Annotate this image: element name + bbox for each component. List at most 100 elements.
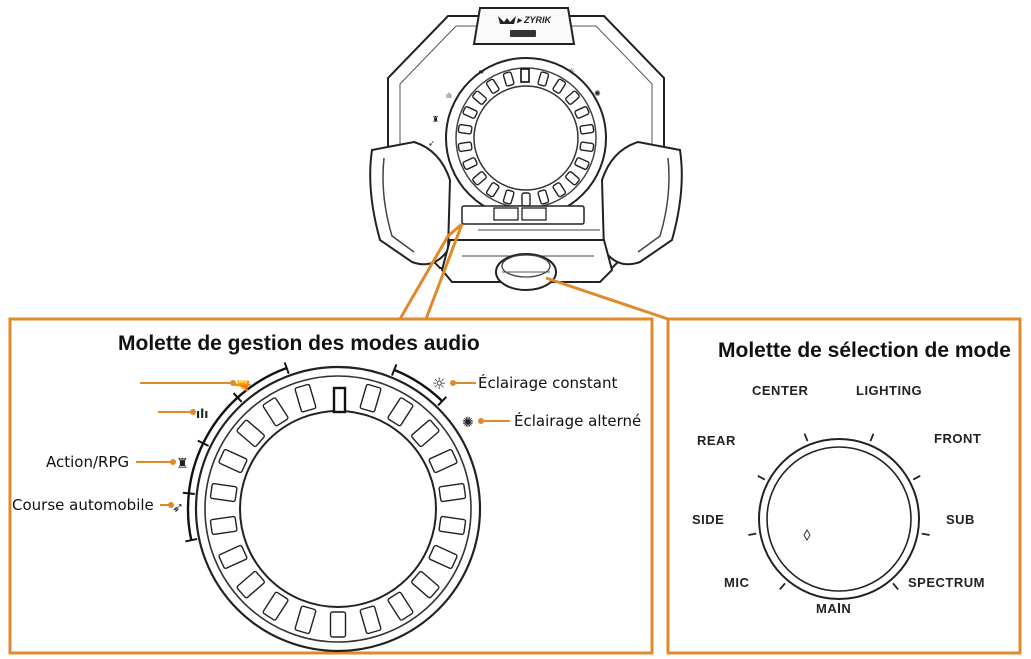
device-fps-icon: ▰ (478, 67, 485, 76)
mode-label-front: FRONT (934, 431, 981, 446)
audio-mode-arc-left (186, 366, 288, 541)
mode-selector-panel: Molette de sélection de mode CENTER LIGH… (666, 317, 1022, 655)
device-left-wing-grip (382, 157, 415, 253)
mode-knob-connector (545, 276, 1020, 321)
dial-segment (574, 157, 590, 170)
dial-segment (537, 189, 550, 205)
dial-segment (262, 591, 289, 621)
dial-segment (472, 171, 487, 186)
dial-segment (552, 78, 567, 94)
dial-segment (485, 78, 500, 94)
dial-segment (428, 448, 458, 474)
dial-segment (502, 189, 515, 205)
dial-segment (521, 192, 531, 207)
selector-tick (892, 582, 899, 591)
arc-tick (283, 362, 290, 375)
device-dial-inner (473, 85, 579, 191)
constant-light-callout-dot (450, 380, 456, 386)
device-button-1 (493, 207, 519, 221)
racing-callout: Course automobile (12, 496, 174, 514)
music-callout-dot (190, 409, 196, 415)
device-rpg-icon: ♜ (432, 115, 439, 124)
device-car-icon: ➶ (428, 139, 435, 148)
dial-segment (565, 171, 580, 186)
action-rpg-label: Action/RPG (46, 453, 129, 471)
racing-callout-dot (168, 502, 174, 508)
music-bars-icon: ılı (196, 407, 208, 421)
selector-tick (803, 433, 809, 442)
dial-segment (359, 605, 382, 635)
audio-mode-arc-right (393, 368, 444, 402)
device-right-wing (600, 140, 683, 266)
device-sun-icon: ☼ (568, 67, 575, 76)
fps-callout (140, 380, 236, 386)
sun-alternating-icon: ✺ (462, 415, 474, 431)
racing-label: Course automobile (12, 496, 154, 514)
arc-tick (232, 392, 243, 403)
dial-segment (579, 141, 595, 153)
arc-tick (437, 396, 448, 407)
audio-dial-inner (239, 410, 437, 608)
dial-segment (236, 570, 265, 599)
usb-port (510, 30, 536, 37)
arc-tick (182, 491, 195, 495)
dial-segment (438, 482, 467, 503)
dial-segment (387, 397, 414, 427)
device-right-wing-grip (637, 157, 670, 253)
dial-segment (359, 383, 382, 413)
dial-segment (462, 106, 478, 119)
constant-light-callout: Éclairage constant (450, 373, 617, 392)
dial-segment (209, 482, 238, 503)
device-sun2-icon: ✺ (594, 89, 601, 98)
mode-label-center: CENTER (752, 383, 809, 398)
selector-tick (748, 532, 757, 536)
audio-dial-ring (204, 375, 472, 643)
alternating-light-label: Éclairage alterné (514, 411, 641, 430)
dial-segment (537, 71, 550, 87)
dial-segment (574, 106, 590, 119)
alternating-light-callout-dot (478, 418, 484, 424)
dial-segment (411, 419, 440, 448)
music-callout (158, 409, 196, 415)
dial-segment (294, 383, 317, 413)
device-mode-knob-top (501, 254, 551, 278)
dial-segment (457, 141, 473, 153)
dial-segment (294, 605, 317, 635)
mode-label-rear: REAR (697, 433, 736, 448)
audio-dial-segments (209, 383, 467, 638)
selector-panel-title: Molette de sélection de mode (718, 339, 1011, 362)
mode-label-spectrum: SPECTRUM (908, 575, 985, 590)
brand-label: ▸ ZYRIK (516, 15, 553, 25)
dial-segment (218, 544, 248, 570)
brand-logo-icon (498, 16, 516, 24)
arc-tick (391, 363, 398, 376)
selector-tick (921, 532, 930, 536)
dial-segment (485, 182, 500, 198)
device-connector-tab (472, 7, 576, 45)
mode-label-lighting: LIGHTING (856, 383, 922, 398)
dial-segment (457, 123, 473, 135)
dial-segment (218, 448, 248, 474)
audio-dial-indicator (332, 386, 347, 414)
mode-label-main: MAIN (816, 601, 851, 616)
mode-label-side: SIDE (692, 512, 724, 527)
dial-segment (438, 515, 467, 536)
device-dial-segments (457, 71, 595, 207)
mode-label-sub: SUB (946, 512, 975, 527)
device-music-icon: ılı (446, 92, 452, 100)
alternating-light-callout: Éclairage alterné (478, 411, 641, 430)
dial-segment (579, 123, 595, 135)
dial-segment (565, 90, 580, 105)
dial-segment (502, 71, 515, 87)
dial-segment (552, 182, 567, 198)
arc-tick (185, 537, 198, 543)
racing-car-icon: ➶ (172, 500, 184, 516)
action-rpg-icon: ♜ (176, 456, 189, 472)
selector-tick (869, 433, 875, 442)
mode-label-mic: MIC (724, 575, 749, 590)
selector-tick (912, 475, 921, 481)
action-rpg-callout: Action/RPG (46, 453, 176, 471)
dial-segment (387, 591, 414, 621)
constant-light-label: Éclairage constant (478, 373, 617, 392)
